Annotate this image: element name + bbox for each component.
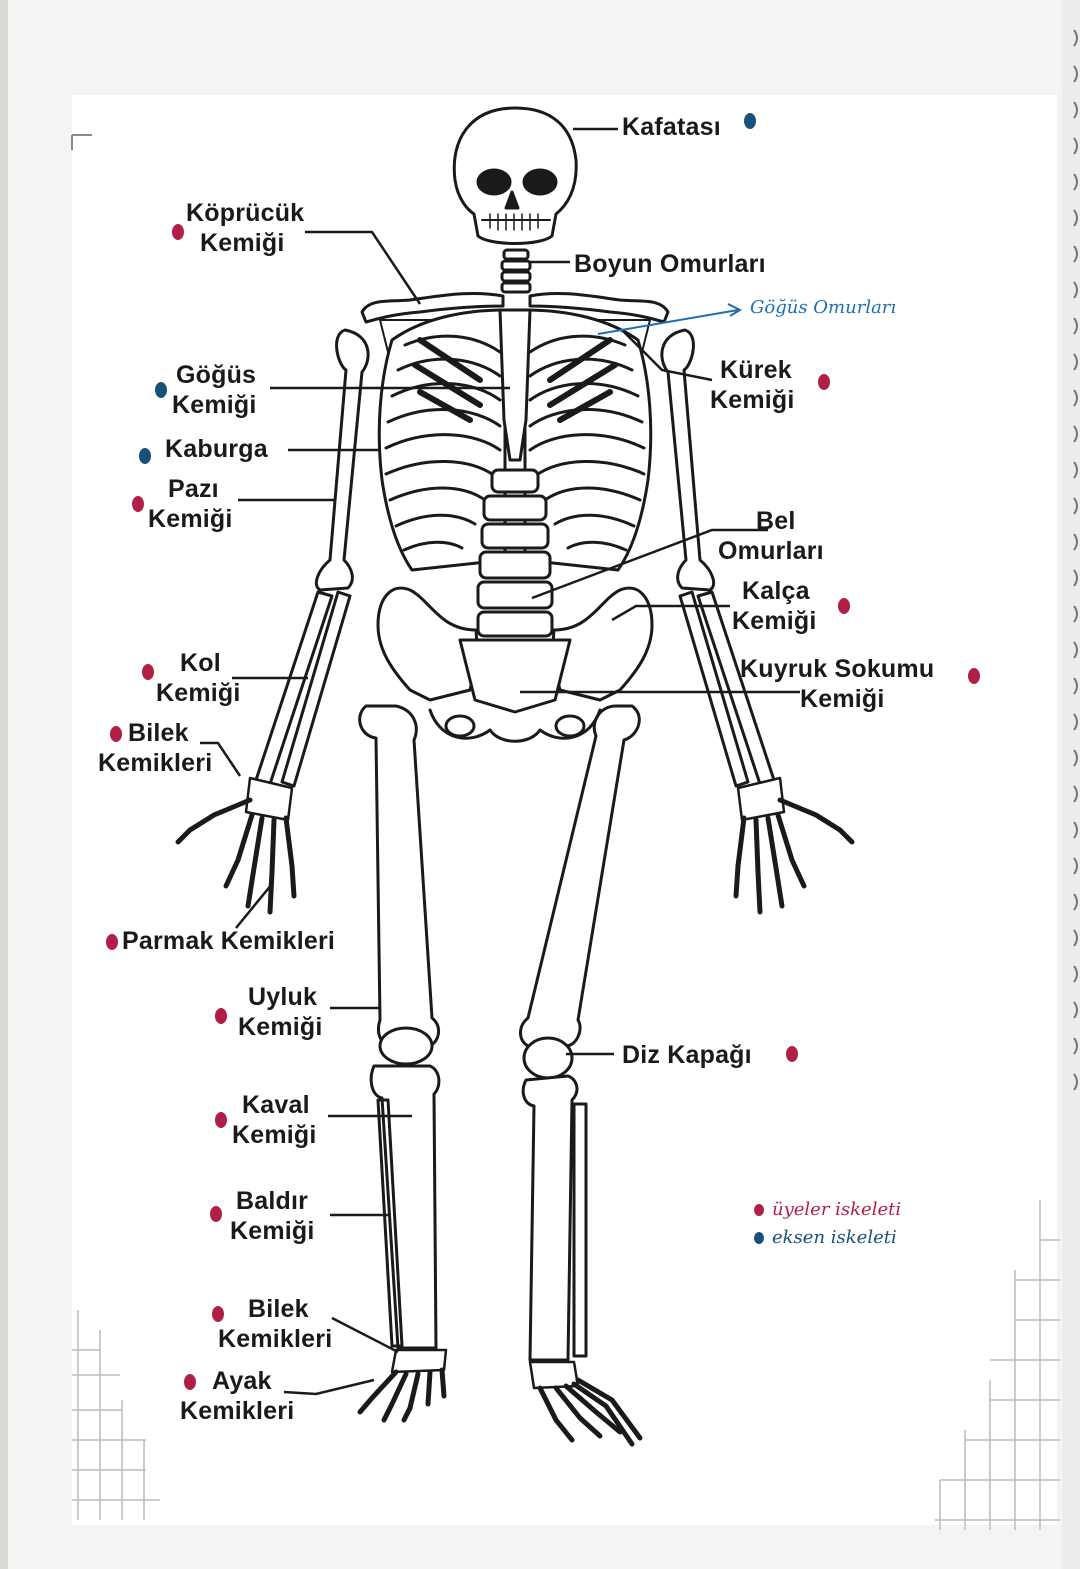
axial-marker-dot: [139, 448, 151, 464]
hand-right: [733, 776, 855, 915]
appendicular-marker-dot: [132, 496, 144, 512]
leader-ayak-bilek: [331, 1316, 399, 1354]
appendicular-marker-dot: [210, 1206, 222, 1222]
lumbar-vertebrae: [476, 468, 554, 638]
grid-paper-corner-right: [935, 1200, 1060, 1530]
grid-paper-corner-left: [72, 1310, 160, 1520]
patella-right: [522, 1036, 574, 1080]
appendicular-marker-dot: [215, 1008, 227, 1024]
leader-bel: [531, 528, 768, 600]
appendicular-marker-dot: [212, 1306, 224, 1322]
legend-blue-dot: [754, 1232, 764, 1244]
leader-kurek: [621, 329, 713, 382]
appendicular-marker-dot: [818, 374, 830, 390]
skeleton-illustration: [175, 106, 855, 1447]
clavicle-left: [360, 291, 505, 324]
sternum: [498, 308, 532, 462]
leader-kalca: [611, 604, 730, 622]
skull: [452, 106, 578, 245]
label-diz-kapagi: Diz Kapağı: [622, 1041, 752, 1069]
appendicular-marker-dot: [968, 668, 980, 684]
legend-red-dot: [754, 1204, 764, 1216]
legend-axial-label: eksen iskeleti: [772, 1227, 897, 1248]
appendicular-marker-dot: [172, 224, 184, 240]
foot-right: [528, 1360, 643, 1447]
label-parmak-kemikleri: Parmak Kemikleri: [122, 927, 336, 955]
clavicle-right: [528, 291, 670, 324]
lower-leg-right: [521, 1074, 588, 1362]
foot-left: [357, 1348, 448, 1423]
leader-bilek: [200, 741, 242, 777]
humerus-right: [660, 328, 716, 592]
appendicular-marker-dot: [106, 934, 118, 950]
humerus-left: [314, 328, 370, 592]
label-kaburga: Kaburga: [165, 435, 268, 463]
arrow-gogus-omurlari: [597, 303, 743, 335]
appendicular-marker-dot: [838, 598, 850, 614]
hand-left: [175, 776, 297, 915]
appendicular-marker-dot: [786, 1046, 798, 1062]
appendicular-marker-dot: [215, 1112, 227, 1128]
pelvis: [376, 586, 654, 743]
appendicular-marker-dot: [110, 726, 122, 742]
axial-marker-dot: [744, 113, 756, 129]
axial-marker-dot: [155, 382, 167, 398]
rib-cage: [377, 308, 653, 572]
leader-parmak: [235, 883, 273, 929]
spiral-binding-marks: [1073, 29, 1078, 1091]
label-gogus-omurlari-handwritten: Göğüs Omurları: [750, 297, 897, 318]
patella-left: [378, 1026, 434, 1066]
lower-leg-left: [369, 1064, 441, 1350]
leader-lines: [200, 127, 800, 1396]
legend-appendicular-label: üyeler iskeleti: [772, 1199, 902, 1220]
label-boyun-omurlari: Boyun Omurları: [574, 250, 766, 278]
label-kafatasi: Kafatası: [622, 113, 721, 141]
leader-ayak: [283, 1378, 375, 1396]
appendicular-marker-dot: [184, 1374, 196, 1390]
appendicular-marker-dot: [142, 664, 154, 680]
leader-kopruculk: [305, 230, 422, 305]
cervical-vertebrae: [500, 248, 532, 294]
